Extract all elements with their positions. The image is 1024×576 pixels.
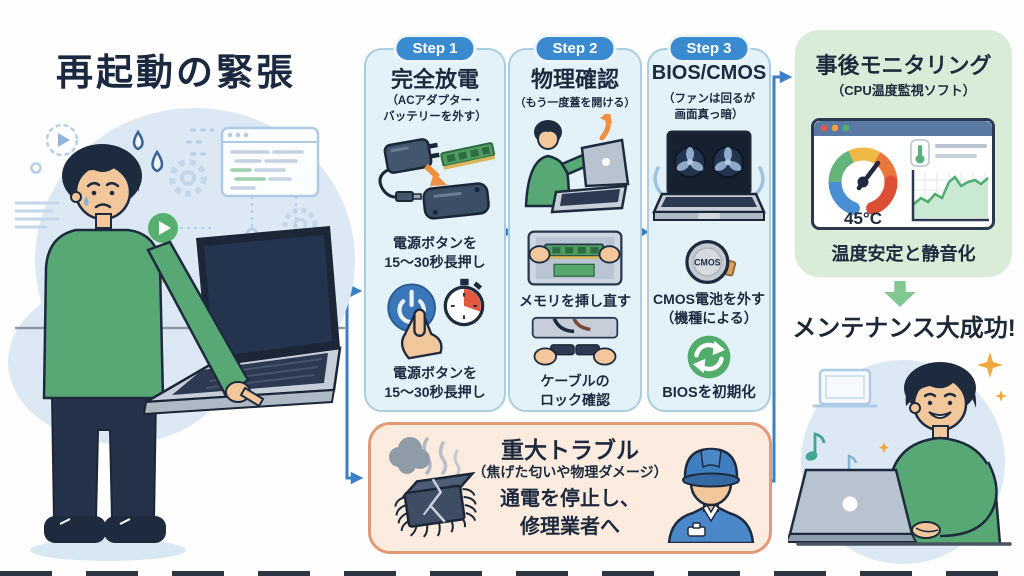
gear-icon [169,159,207,197]
laptop-outline-icon [812,368,878,408]
happy-person [882,362,1002,546]
temperature-readout: 45°C [844,209,882,228]
monitoring-sub: （CPU温度監視ソフト） [831,83,976,98]
step1-sub-line1: （ACアダプター・ [386,95,484,107]
music-note-icon [805,432,826,461]
play-outline-icon [30,123,79,174]
step2-caption-cable-line1: ケーブルの [540,373,610,389]
trouble-title: 重大トラブル [501,437,639,463]
fan-icon [712,146,744,178]
step1-sub-line2: バッテリーを外す） [383,111,487,123]
repair-technician-icon [667,447,755,543]
cmos-battery-icon: CMOS [685,239,737,285]
step3-heading: BIOS/CMOS [651,62,767,84]
happy-person-illustration [788,352,1012,564]
cmos-label: CMOS [694,258,721,268]
step2-caption-cable-line2: ロック確認 [540,392,610,408]
step3-caption-bios: BIOSを初期化 [662,385,756,401]
ram-stick-icon [544,243,605,259]
thermometer-icon [910,139,930,167]
laptop-illustration [788,468,918,543]
smoke-icon [389,437,461,477]
fan-icon [674,146,706,178]
trouble-body: 通電を停止し、 修理業者へ [481,485,659,541]
panel-step3: Step 3 BIOS/CMOS （ファンは回るが 画面真っ暗） [647,34,771,412]
monitoring-title: 事後モニタリング [815,53,992,78]
sparkle-icon [995,390,1007,402]
memory-reseat-icon [527,230,623,286]
arrow-to-trouble [345,291,364,485]
step3-sub-line1: （ファンは回るが [663,93,755,105]
step2-caption-memory: メモリを挿し直す [519,293,631,309]
collar [702,503,720,523]
fans-laptop-icon [652,130,766,221]
cable-lock-icon [531,316,619,366]
discharge-devices-icon [378,138,496,220]
trouble-body-line2: 修理業者へ [520,516,620,538]
success-text: メンテナンス大成功! [792,315,1016,342]
refresh-icon [687,335,731,379]
step3-badge: Step 3 [667,34,751,63]
sparkle-icon [879,442,889,453]
pointing-arm [146,240,265,408]
sweat-drop-icon [132,129,144,151]
panel-step1: Step 1 完全放電 （ACアダプター・ バッテリーを外す） [364,34,506,412]
sweat-drop-icon [151,149,164,173]
temperature-app-window: 45°C [811,118,995,230]
usb-plug-icon [395,191,422,202]
battery-icon [422,182,490,220]
cracked-chip [394,471,477,538]
trouble-sub: （焦げた匂いや物理ダメージ） [472,464,668,480]
step3-caption-cmos-line2: （機種による） [660,310,758,326]
panel-step2: Step 2 物理確認 （もう一度蓋を開ける） [508,34,642,412]
cap-icon [682,447,740,488]
burnt-chip-icon [389,437,477,538]
trouble-body-line1: 通電を停止し、 [500,488,640,510]
window-dot-red [820,124,828,132]
window-dot-orange [831,124,839,132]
sparkle-icon [977,352,1003,378]
panel-trouble: 重大トラブル （焦げた匂いや物理ダメージ） 通電を停止し、 修理業者へ [368,422,772,554]
step2-badge: Step 2 [533,34,617,63]
step1-heading: 完全放電 [390,67,479,92]
step2-sub: （もう一度蓋を開ける） [514,97,636,109]
monitoring-caption: 温度安定と静音化 [831,244,976,264]
temperature-chart [911,170,989,222]
bottom-edge-marks [0,571,1024,576]
step3-sub-line2: 画面真っ暗） [674,109,744,121]
ac-adapter-icon [383,138,440,174]
power-press-icon [387,278,485,360]
hand [911,521,941,539]
worried-person-illustration [8,108,355,561]
ram-stick-icon [440,142,496,170]
dash-lines-icon [186,128,214,156]
pressing-finger [400,308,443,360]
step2-heading: 物理確認 [530,67,619,92]
page-title: 再起動の緊張 [56,52,296,93]
list-lines-icon [14,201,60,229]
step3-caption-cmos-line1: CMOS電池を外す [653,291,765,307]
laptop-illustration [142,226,342,416]
step1-caption-top-line2: 15〜30秒長押し [384,254,486,270]
play-button-icon [148,213,212,243]
panel-monitoring: 事後モニタリング （CPU温度監視ソフト） 45°C [795,30,1012,277]
open-lid-illustration [524,114,630,214]
step1-caption-top-line1: 電源ボタンを [393,235,477,251]
step1-caption-bottom-line2: 15〜30秒長押し [384,384,486,400]
step1-badge: Step 1 [393,34,477,63]
step1-caption-bottom-line1: 電源ボタンを [393,365,477,381]
gauge-icon [828,147,898,215]
stopwatch-icon [443,278,485,327]
window-dot-green [842,124,850,132]
